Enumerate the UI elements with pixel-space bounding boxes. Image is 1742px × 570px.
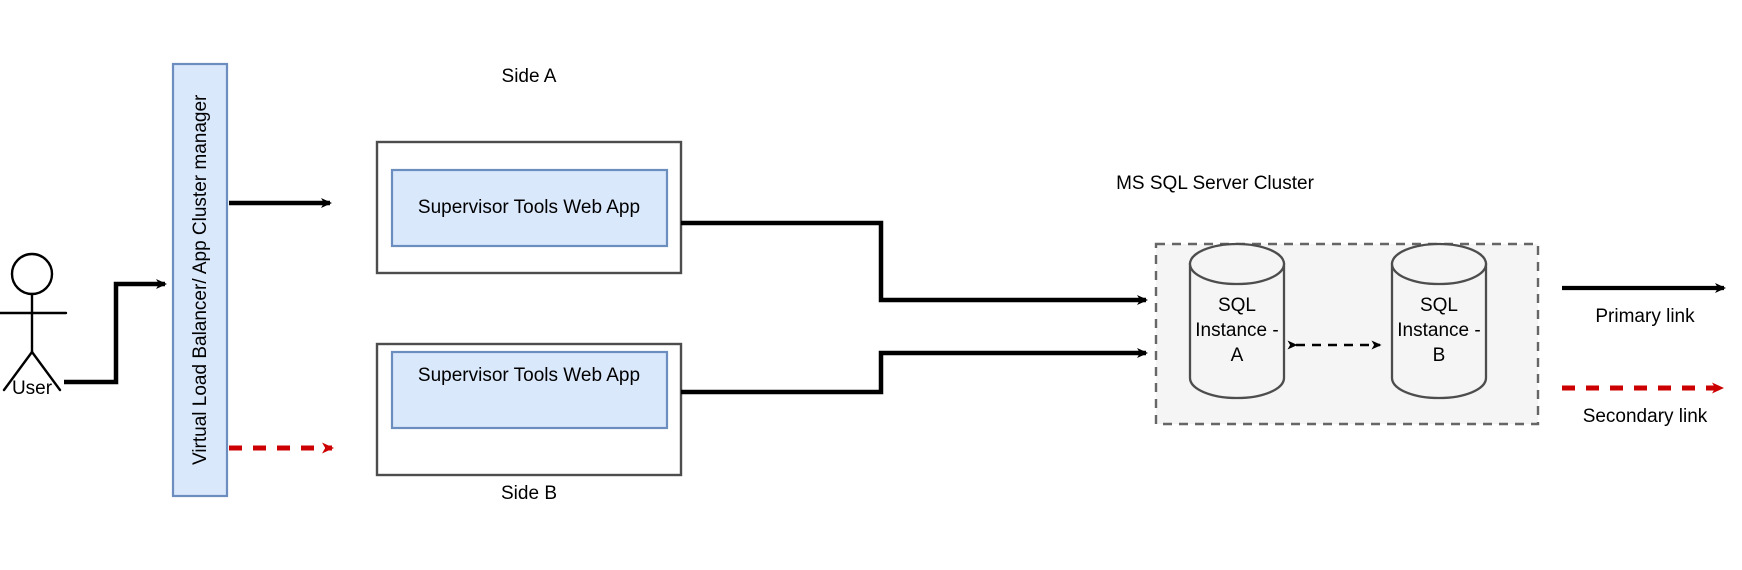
link-user-to-loadbalancer bbox=[64, 279, 167, 385]
sql-instance-a-line1: SQL bbox=[1217, 295, 1257, 316]
sql-instance-b-label: SQL Instance - B bbox=[1382, 293, 1496, 368]
load-balancer-label: Virtual Load Balancer/ App Cluster manag… bbox=[190, 94, 211, 466]
sql-instance-a-label: SQL Instance - A bbox=[1180, 293, 1294, 368]
side-a-caption: Side A bbox=[501, 66, 557, 87]
link-side-a-to-cluster bbox=[681, 220, 1148, 305]
legend-secondary-label: Secondary link bbox=[1582, 406, 1708, 427]
stick-figure-icon bbox=[0, 252, 68, 392]
side-b-caption: Side B bbox=[501, 483, 557, 504]
sql-instance-a-line2: Instance - bbox=[1195, 320, 1279, 342]
sql-instance-b-line1: SQL bbox=[1419, 295, 1459, 316]
side-a-webapp-label: Supervisor Tools Web App bbox=[417, 197, 641, 218]
sql-instance-b-line2: Instance - bbox=[1397, 320, 1481, 342]
legend-primary-label: Primary link bbox=[1595, 306, 1695, 327]
load-balancer-box[interactable] bbox=[171, 62, 229, 498]
sql-instance-b-cylinder[interactable] bbox=[1390, 242, 1488, 400]
side-b-webapp-box[interactable] bbox=[390, 350, 669, 430]
sql-instance-b-line3: B bbox=[1432, 345, 1446, 367]
sql-instance-a-line3: A bbox=[1230, 345, 1244, 367]
side-b-webapp-label: Supervisor Tools Web App bbox=[417, 365, 641, 386]
sql-instance-a-cylinder[interactable] bbox=[1188, 242, 1286, 400]
side-a-webapp-box[interactable] bbox=[390, 168, 669, 248]
link-side-b-to-cluster bbox=[681, 348, 1148, 395]
sql-cluster-title: MS SQL Server Cluster bbox=[1116, 173, 1314, 194]
user-label: User bbox=[11, 378, 53, 399]
